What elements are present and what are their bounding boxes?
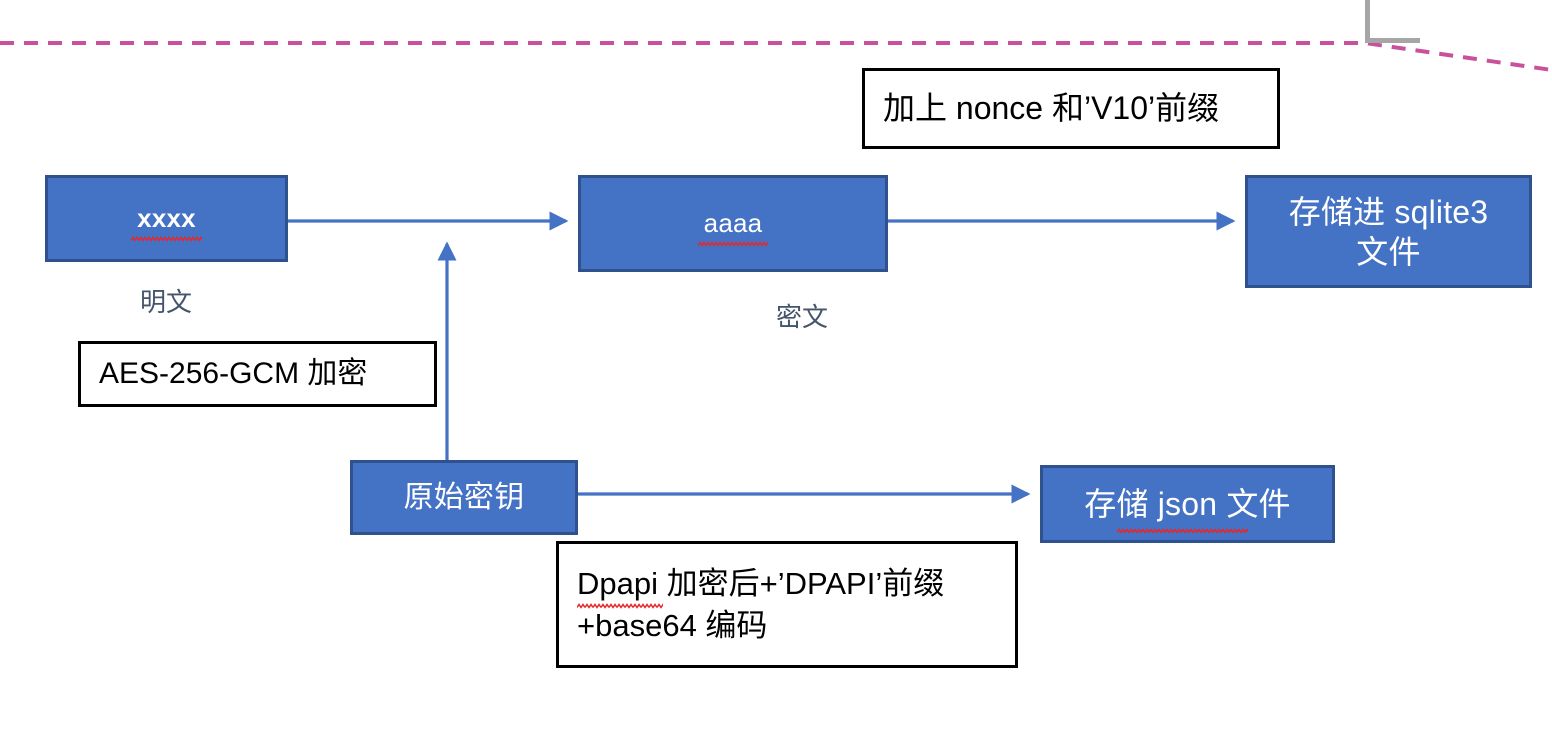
store-json-file-box[interactable]: 存储 json 文件 xyxy=(1040,465,1335,543)
store-json-file-text: 存储 json 文件 xyxy=(1084,486,1291,522)
ciphertext-box[interactable]: aaaa xyxy=(578,175,888,272)
note-dpapi-encrypt-base64[interactable]: Dpapi 加密后+’DPAPI’前缀 +base64 编码 xyxy=(556,541,1018,668)
spellcheck-squiggle-icon xyxy=(697,240,769,247)
plaintext-box[interactable]: xxxx xyxy=(45,175,288,262)
note-add-nonce-v10-prefix[interactable]: 加上 nonce 和’V10’前缀 xyxy=(862,68,1280,149)
store-sqlite3-line-1: 存储进 sqlite3 xyxy=(1288,193,1489,230)
note-aes-256-gcm-encrypt[interactable]: AES-256-GCM 加密 xyxy=(78,341,437,407)
caption-plaintext: 明文 xyxy=(139,287,192,317)
note-dpapi-line-1-wrap: Dpapi 加密后+’DPAPI’前缀 xyxy=(577,563,945,609)
ciphertext-box-label: aaaa xyxy=(703,208,763,239)
note-dpapi-line-2: +base64 编码 xyxy=(577,607,768,643)
spellcheck-squiggle-icon xyxy=(131,235,202,242)
page-corner-crop-mark-vertical xyxy=(1365,0,1370,43)
page-corner-crop-mark-horizontal xyxy=(1365,38,1420,43)
note-nonce-label: 加上 nonce 和’V10’前缀 xyxy=(883,89,1220,126)
page-margin-dashed-line xyxy=(0,41,1552,72)
store-sqlite3-line-2: 文件 xyxy=(1356,233,1421,270)
original-master-key-box[interactable]: 原始密钥 xyxy=(350,460,578,535)
spellcheck-squiggle-icon xyxy=(1117,528,1248,534)
plaintext-box-label: xxxx xyxy=(137,203,196,234)
note-dpapi-line-1: Dpapi 加密后+’DPAPI’前缀 xyxy=(577,565,945,601)
store-into-sqlite3-file-box[interactable]: 存储进 sqlite3 文件 xyxy=(1245,175,1532,288)
spellcheck-squiggle-icon xyxy=(577,602,663,609)
note-aes-label: AES-256-GCM 加密 xyxy=(99,356,368,390)
caption-ciphertext: 密文 xyxy=(775,302,828,332)
original-master-key-label: 原始密钥 xyxy=(403,480,525,514)
store-json-file-label: 存储 json 文件 xyxy=(1078,484,1297,534)
